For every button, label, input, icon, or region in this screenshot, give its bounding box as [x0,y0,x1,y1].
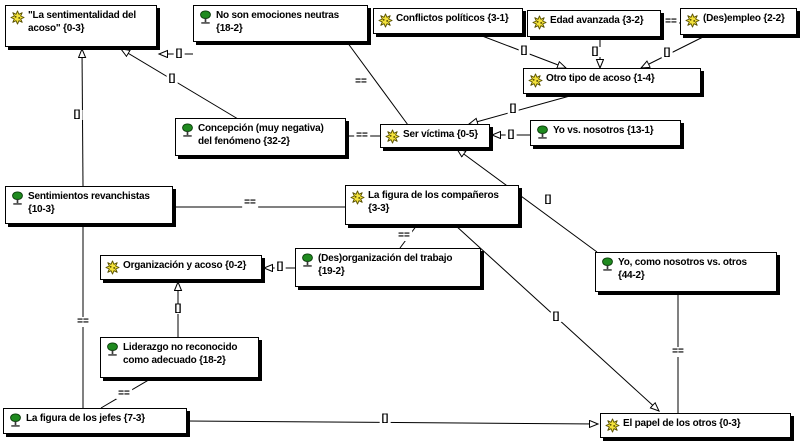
node-sentimientos-revanchistas[interactable]: Sentimientos revanchistas{10-3} [5,186,173,224]
node-label: Sentimientos revanchistas{10-3} [28,191,150,215]
edge-label-otro-tipo-de-acoso--ser-victima[interactable]: [] [507,103,519,114]
edge-label-edad-avanzada--desempleo[interactable]: == [663,16,679,27]
node-desorganizacion-trabajo[interactable]: (Des)organización del trabajo{19-2} [295,248,481,287]
edge-no-son-emociones-neutras--ser-victima[interactable] [346,41,409,126]
node-label: El papel de los otros {0-3} [623,418,741,429]
tree-icon [600,257,615,272]
edge-concepcion-del-fenomeno--sentimentalidad-del-acoso[interactable] [121,49,239,120]
node-label: No son emociones neutras{18-2} [216,10,340,34]
tree-icon [535,125,550,140]
edge-figura-jefes--papel-de-los-otros[interactable] [186,421,598,424]
node-label: Organización y acoso {0-2} [123,260,247,271]
code-icon [685,13,700,28]
node-ser-victima[interactable]: Ser víctima {0-5} [380,124,490,148]
node-label: Ser víctima {0-5} [403,129,478,140]
node-no-son-emociones-neutras[interactable]: No son emociones neutras{18-2} [193,5,368,42]
node-label: Concepción (muy negativa)del fenómeno {3… [198,123,324,147]
edge-otro-tipo-de-acoso--ser-victima[interactable] [469,93,578,124]
edge-label-figura-jefes--papel-de-los-otros[interactable]: [] [379,413,391,424]
tree-icon [198,10,213,25]
edge-label-yo-como-nosotros-vs-otros--papel-de-los-otros[interactable]: == [670,346,686,357]
edge-yo-como-nosotros-vs-otros--ser-victima[interactable] [457,149,598,253]
node-edad-avanzada[interactable]: Edad avanzada {3-2} [527,10,661,37]
code-icon [105,260,120,275]
edge-label-no-son-emociones-neutras--ser-victima[interactable]: == [353,76,369,87]
edge-label-figura-companeros--desorganizacion-trabajo[interactable]: == [396,230,412,241]
node-label: Edad avanzada {3-2} [550,15,644,26]
node-organizacion-y-acoso[interactable]: Organización y acoso {0-2} [100,255,262,280]
edge-label-yo-vs-nosotros--ser-victima[interactable]: [] [505,129,517,140]
code-icon [350,190,365,205]
tree-icon [8,413,23,428]
edge-label-desempleo--otro-tipo-de-acoso[interactable]: [] [661,47,673,58]
node-label: La figura de los compañeros{3-3} [368,190,499,214]
node-conflictos-politicos[interactable]: Conflictos políticos {3-1} [373,8,523,34]
edge-label-sentimientos-revanchistas--sentimentalidad-del-acoso[interactable]: [] [71,109,83,120]
edge-label-no-son-emociones-neutras--sentimentalidad-del-acoso[interactable]: [] [173,48,185,59]
node-otro-tipo-de-acoso[interactable]: Otro tipo de acoso {1-4} [523,68,701,94]
edge-desempleo--otro-tipo-de-acoso[interactable] [641,34,708,68]
node-label: Yo, como nosotros vs. otros{44-2} [618,257,747,281]
node-yo-vs-nosotros[interactable]: Yo vs. nosotros {13-1} [530,120,681,146]
node-label: (Des)empleo {2-2} [703,13,785,24]
edge-label-yo-como-nosotros-vs-otros--ser-victima[interactable]: [] [542,194,554,205]
edge-label-concepcion-del-fenomeno--sentimentalidad-del-acoso[interactable]: [] [166,73,178,84]
code-icon [378,13,393,28]
node-label: La figura de los jefes {7-3} [26,413,145,424]
edge-sentimientos-revanchistas--sentimentalidad-del-acoso[interactable] [82,49,83,187]
node-desempleo[interactable]: (Des)empleo {2-2} [680,8,797,35]
code-icon [605,418,620,433]
node-label: (Des)organización del trabajo{19-2} [318,253,453,277]
tree-icon [10,191,25,206]
edge-label-sentimientos-revanchistas--figura-companeros[interactable]: == [242,197,258,208]
node-concepcion-del-fenomeno[interactable]: Concepción (muy negativa)del fenómeno {3… [175,118,346,156]
edge-label-liderazgo-no-reconocido--organizacion-y-acoso[interactable]: [] [172,303,184,314]
edge-label-figura-jefes--liderazgo-no-reconocido[interactable]: == [116,388,132,399]
code-icon [385,129,400,144]
tree-icon [300,253,315,268]
tree-icon [105,342,120,357]
edge-label-conflictos-politicos--otro-tipo-de-acoso[interactable]: [] [518,45,530,56]
node-figura-jefes[interactable]: La figura de los jefes {7-3} [3,408,187,434]
node-papel-de-los-otros[interactable]: El papel de los otros {0-3} [600,413,791,438]
code-icon [532,15,547,30]
code-icon [528,73,543,88]
edge-label-concepcion-del-fenomeno--ser-victima[interactable]: == [354,130,370,141]
node-label: Yo vs. nosotros {13-1} [553,125,654,136]
node-figura-companeros[interactable]: La figura de los compañeros{3-3} [345,185,519,225]
edge-label-sentimientos-revanchistas--figura-jefes[interactable]: == [75,316,91,327]
node-label: Otro tipo de acoso {1-4} [546,73,655,84]
tree-icon [180,123,195,138]
node-label: Conflictos políticos {3-1} [396,13,509,24]
edge-label-edad-avanzada--otro-tipo-de-acoso[interactable]: [] [589,46,601,57]
edge-label-figura-companeros--papel-de-los-otros[interactable]: [] [550,311,562,322]
edge-label-desorganizacion-trabajo--organizacion-y-acoso[interactable]: [] [274,261,286,272]
code-icon [10,10,25,25]
node-yo-como-nosotros-vs-otros[interactable]: Yo, como nosotros vs. otros{44-2} [595,252,777,292]
